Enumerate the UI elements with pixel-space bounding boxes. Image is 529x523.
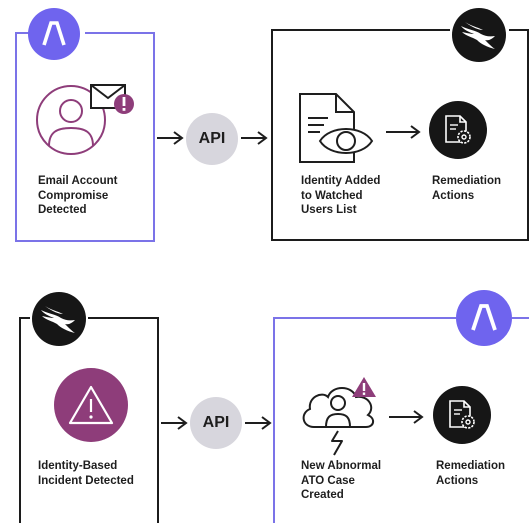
ato-case-label: New Abnormal ATO Case Created xyxy=(301,460,382,501)
user-email-alert-icon xyxy=(35,82,145,162)
document-gear-icon xyxy=(433,386,491,444)
abnormal-logo-icon xyxy=(28,8,80,60)
crowdstrike-falcon-logo-icon xyxy=(452,8,506,62)
document-eye-icon xyxy=(296,92,378,166)
arrow-right-icon xyxy=(157,131,185,145)
api-connector-badge: API xyxy=(186,113,238,165)
crowdstrike-falcon-logo-icon xyxy=(32,292,86,346)
arrow-right-icon xyxy=(389,410,425,424)
abnormal-logo-icon xyxy=(456,290,512,346)
identity-added-label: Identity Added to Watched Users List xyxy=(301,175,381,216)
arrow-right-icon xyxy=(241,131,269,145)
arrow-right-icon xyxy=(386,125,422,139)
email-compromise-label: Email Account Compromise Detected xyxy=(38,175,118,216)
document-gear-icon xyxy=(429,101,487,159)
cloud-user-alert-icon xyxy=(296,375,382,457)
warning-triangle-icon xyxy=(54,368,128,442)
remediation-actions-label: Remediation Actions xyxy=(436,460,506,487)
remediation-actions-label: Remediation Actions xyxy=(432,175,502,202)
arrow-right-icon xyxy=(161,416,189,430)
identity-incident-label: Identity-Based Incident Detected xyxy=(38,460,134,487)
arrow-right-icon xyxy=(245,416,273,430)
api-connector-badge: API xyxy=(190,397,242,449)
